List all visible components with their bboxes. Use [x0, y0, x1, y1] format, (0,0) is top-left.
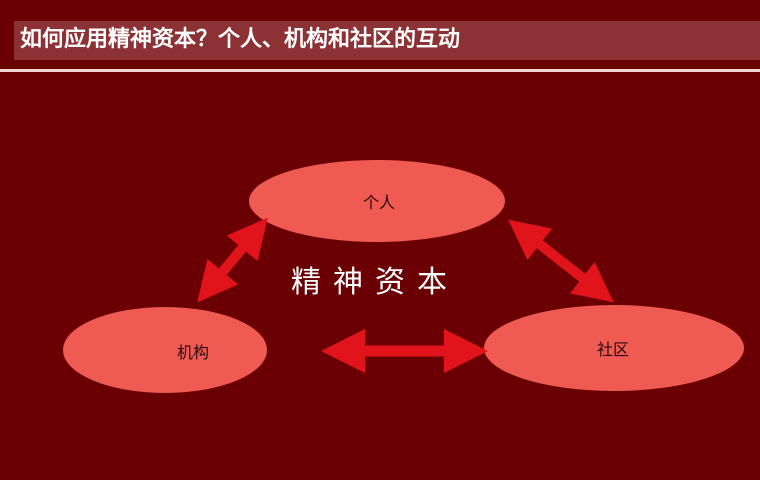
center-label: 精神资本 — [291, 265, 459, 300]
arrow-individual-community — [508, 219, 614, 303]
node-individual — [249, 160, 505, 242]
node-community-label: 社区 — [596, 340, 630, 359]
title-bar: 如何应用精神资本？个人、机构和社区的互动 — [14, 21, 760, 60]
node-individual-label: 个人 — [362, 193, 396, 212]
node-community — [484, 305, 744, 391]
node-institution — [63, 307, 267, 393]
title-divider — [0, 69, 760, 72]
node-institution-label: 机构 — [176, 343, 210, 362]
slide-title: 如何应用精神资本？个人、机构和社区的互动 — [20, 27, 461, 52]
arrow-individual-institution — [197, 217, 268, 303]
